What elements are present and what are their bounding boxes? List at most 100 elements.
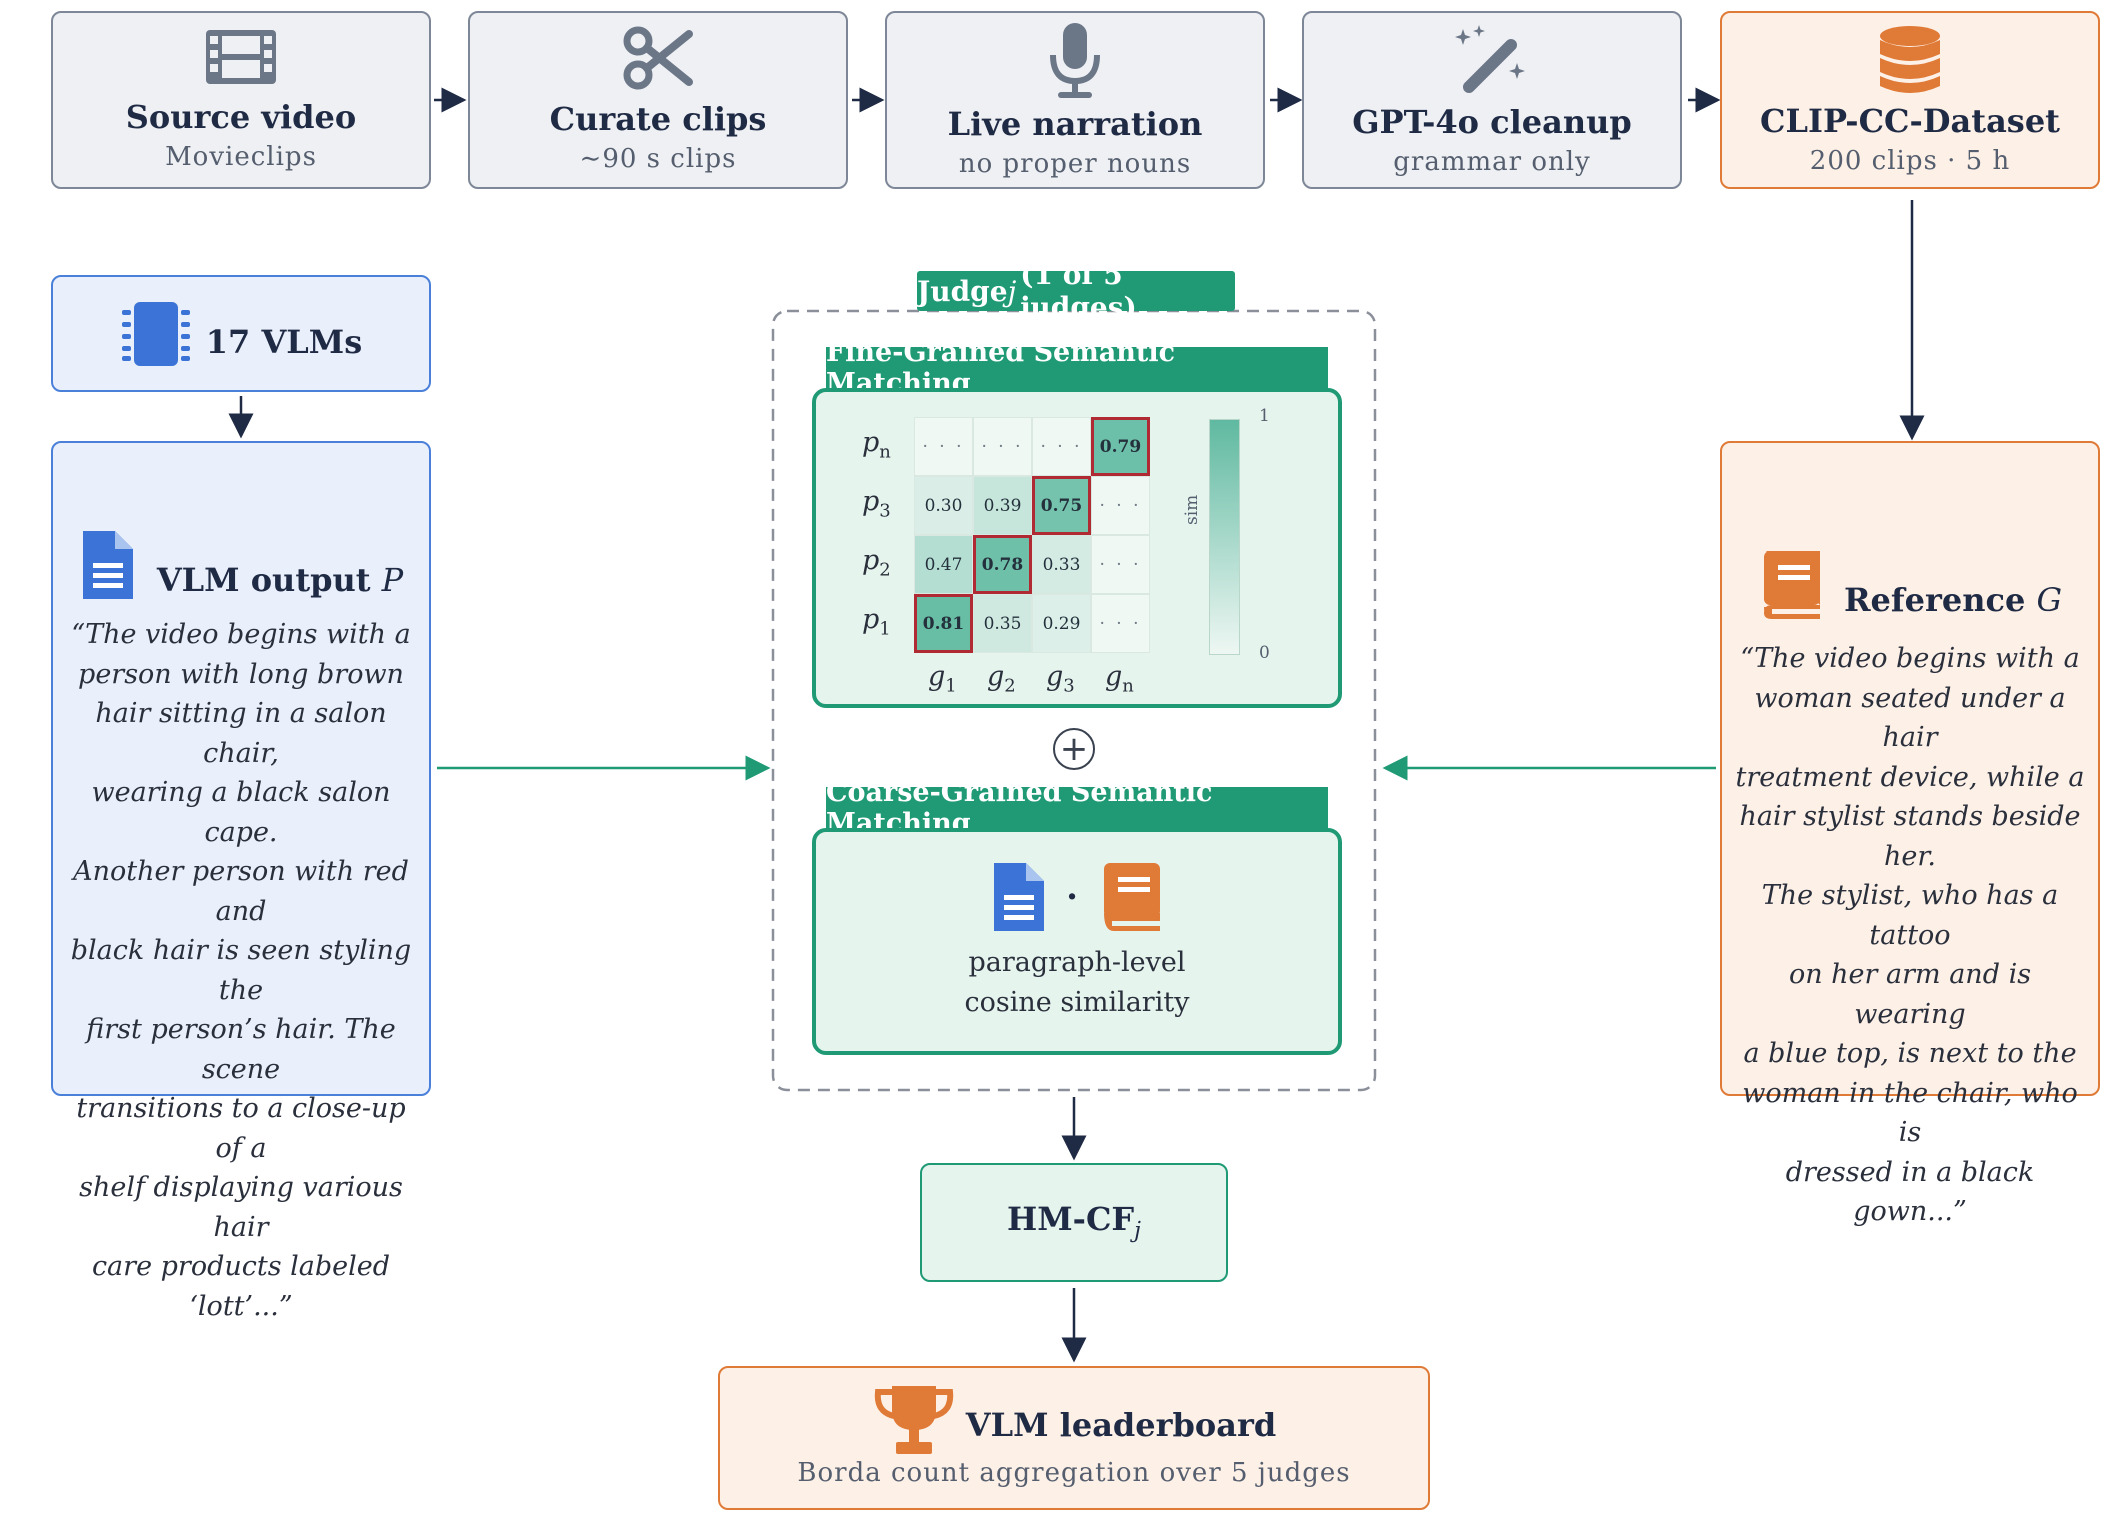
scissors-icon [623,26,693,90]
matrix-cell: · · · [1091,476,1150,535]
reference-line: hair stylist stands beside her. [1739,801,2081,872]
matrix-cell: · · · [1091,535,1150,594]
vlm-output-line: black hair is seen styling the [70,935,412,1006]
coarse-grained-title: Coarse-Grained Semantic Matching [826,777,1328,839]
matrix-cell: · · · [1032,417,1091,476]
clip-cc-dataset-title: CLIP-CC-Dataset [1760,101,2060,140]
reference-header: Reference G [1722,549,2098,621]
vlm-output-line: “The video begins with a [71,619,411,650]
vlms-box: 17 VLMs [51,275,431,392]
source-video-sub: Movieclips [165,142,317,173]
matrix-cell: 0.33 [1032,535,1091,594]
live-narration-box: Live narration no proper nouns [885,11,1265,189]
vlm-output-line: hair sitting in a salon chair, [95,698,387,769]
fine-grained-title: Fine-Grained Semantic Matching [826,337,1328,399]
matrix-row-label: pn [862,427,891,463]
vlm-output-line: transitions to a close-up of a [76,1093,406,1164]
matrix-row-label: p2 [862,545,891,581]
vlm-output-line: shelf displaying various hair [79,1172,403,1243]
reference-line: woman in the chair, who is [1742,1077,2078,1149]
coarse-text-1: paragraph-level [968,946,1186,978]
book-icon [1763,551,1820,619]
matrix-cell: 0.75 [1032,476,1091,535]
vlms-label: 17 VLMs [205,323,363,362]
hm-cf-label: HM-CFj [1007,1200,1141,1244]
vlm-output-box: VLM output P “The video begins with a pe… [51,441,431,1322]
clip-cc-dataset-sub: 200 clips · 5 h [1809,146,2011,177]
curate-clips-title: Curate clips [549,99,767,138]
dot-product-symbol: · [1066,876,1078,917]
leaderboard-title: VLM leaderboard [965,1405,1277,1444]
judge-label: Judge j (1 of 5 judges) [917,258,1235,324]
vlm-output-line: Another person with red and [73,856,409,927]
combine-plus-icon: + [1053,728,1095,770]
matrix-cell: · · · [1091,594,1150,653]
reference-line: on her arm and is wearing [1788,959,2032,1030]
coarse-icons: · [990,861,1164,933]
book-icon [1103,862,1160,931]
matrix-row-label: p3 [862,486,891,522]
curate-clips-box: Curate clips ∼90 s clips [468,11,848,189]
source-video-title: Source video [125,97,357,136]
reference-box: Reference G “The video begins with a wom… [1720,441,2100,1227]
microphone-icon [1050,22,1100,98]
vlm-output-line: wearing a black salon cape. [91,777,391,848]
leaderboard-header: VLM leaderboard [720,1384,1428,1456]
gpt-cleanup-title: GPT-4o cleanup [1352,102,1632,141]
database-icon [1880,25,1940,93]
matrix-cell: 0.78 [973,535,1032,594]
matrix-col-label: gn [1105,661,1134,697]
matrix-cell: · · · [914,417,973,476]
colorbar-label: sim [1182,494,1202,525]
live-narration-title: Live narration [947,104,1203,143]
document-icon [82,531,133,599]
chip-icon [121,301,190,366]
reference-title: Reference G [1843,580,2063,619]
colorbar [1209,419,1240,655]
matrix-cell: 0.35 [973,594,1032,653]
matrix-cell: 0.39 [973,476,1032,535]
matrix-col-label: g3 [1046,661,1075,697]
matrix-col-label: g2 [987,661,1016,697]
document-icon [994,862,1045,931]
hm-cf-box: HM-CFj [920,1163,1228,1282]
colorbar-min: 0 [1259,643,1270,663]
magic-wand-icon [1455,24,1525,93]
reference-line: treatment device, while a [1735,761,2085,793]
gpt-cleanup-sub: grammar only [1393,147,1591,178]
coarse-grained-box: · paragraph-level cosine similarity [812,828,1342,1055]
matrix-cell: 0.81 [914,594,973,653]
reference-line: a blue top, is next to the [1743,1038,2077,1069]
matrix-cell: 0.47 [914,535,973,594]
vlm-output-header: VLM output P [53,529,429,601]
reference-line: “The video begins with a [1740,643,2080,674]
live-narration-sub: no proper nouns [958,149,1192,180]
gpt-cleanup-box: GPT-4o cleanup grammar only [1302,11,1682,189]
trophy-icon [874,1386,953,1454]
film-icon [206,29,276,84]
matrix-cell: · · · [973,417,1032,476]
leaderboard-sub: Borda count aggregation over 5 judges [797,1458,1351,1488]
leaderboard-box: VLM leaderboard Borda count aggregation … [718,1366,1430,1510]
source-video-box: Source video Movieclips [51,11,431,189]
clip-cc-dataset-box: CLIP-CC-Dataset 200 clips · 5 h [1720,11,2100,189]
fine-grained-box [812,388,1342,708]
colorbar-max: 1 [1259,406,1270,426]
matrix-row-label: p1 [862,604,891,640]
reference-line: woman seated under a hair [1754,682,2066,754]
vlm-output-text: “The video begins with a person with lon… [53,615,429,1326]
matrix-cell: 0.30 [914,476,973,535]
vlm-output-line: first person’s hair. The scene [86,1014,396,1085]
matrix-col-label: g1 [928,661,957,697]
vlm-output-line: person with long brown [78,658,404,690]
matrix-cell: 0.29 [1032,594,1091,653]
reference-line: The stylist, who has a tattoo [1761,880,2059,951]
matrix-cell: 0.79 [1091,417,1150,476]
coarse-text-2: cosine similarity [964,986,1190,1018]
reference-text: “The video begins with a woman seated un… [1722,639,2098,1232]
vlm-output-title: VLM output P [156,560,404,599]
curate-clips-sub: ∼90 s clips [579,144,737,175]
reference-line: dressed in a black gown...” [1785,1156,2035,1228]
vlm-output-line: care products labeled ‘lott’...” [91,1251,391,1322]
